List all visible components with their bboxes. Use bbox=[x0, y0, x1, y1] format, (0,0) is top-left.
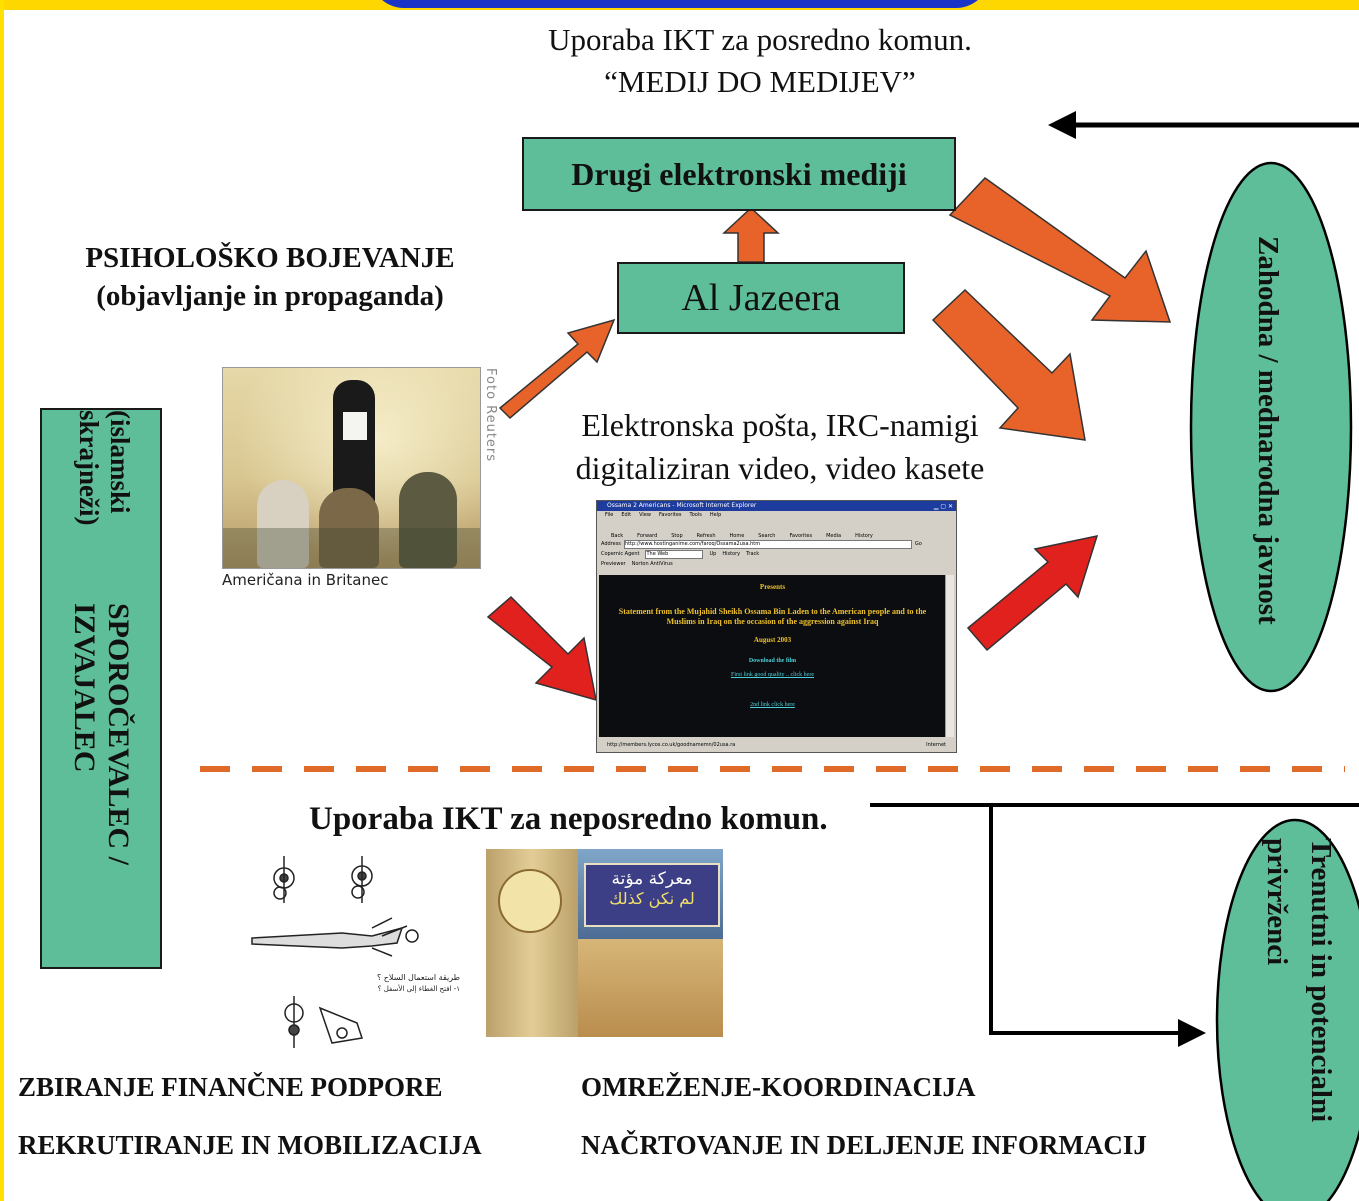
sender-sublabel: (islamski skrajneži) bbox=[74, 410, 135, 526]
channels-line2: digitaliziran video, video kasete bbox=[575, 450, 985, 486]
window-controls-icon[interactable]: ▁ ▢ ✕ bbox=[933, 503, 953, 510]
title-banner bbox=[0, 0, 1359, 10]
photo-credit: Foto Reuters bbox=[483, 368, 498, 463]
paper bbox=[343, 412, 367, 440]
links-label: Copernic Agent bbox=[601, 551, 640, 557]
date-text: August 2003 bbox=[753, 636, 792, 644]
menu-view[interactable]: View bbox=[639, 512, 651, 518]
browser-titlebar: Ossama 2 Americans - Microsoft Internet … bbox=[597, 501, 956, 511]
emblem-icon bbox=[498, 869, 562, 933]
arrow-to-aljazeera bbox=[498, 318, 616, 420]
browser-menu: File Edit View Favorites Tools Help bbox=[597, 511, 956, 519]
arrow-aljazeera-to-public bbox=[931, 288, 1086, 441]
direct-title: Uporaba IKT za neposredno komun. bbox=[309, 801, 828, 837]
status-zone: Internet bbox=[926, 742, 946, 748]
download-text: Download the film bbox=[748, 658, 797, 664]
propaganda-poster: معركة مؤتة لم نكن كذلك bbox=[486, 849, 723, 1037]
feedback-arrowhead bbox=[1048, 111, 1076, 139]
home-button[interactable]: Home bbox=[729, 533, 745, 539]
manual-arabic-2: ١- افتح الغطاء إلى الأسفل ؟ bbox=[378, 984, 460, 993]
browser-window: Ossama 2 Americans - Microsoft Internet … bbox=[596, 500, 957, 753]
menu-edit[interactable]: Edit bbox=[621, 512, 632, 518]
browser-statusbar: http://members.lycos.co.uk/goodnamemn/02… bbox=[599, 741, 954, 750]
sender-box: SPOROČEVALEC / IZVAJALEC (islamski skraj… bbox=[40, 408, 162, 969]
menu-file[interactable]: File bbox=[605, 512, 614, 518]
direct-line-path bbox=[989, 805, 1180, 1035]
poster-title: معركة مؤتة bbox=[611, 869, 693, 889]
refresh-button[interactable]: Refresh bbox=[696, 533, 716, 539]
hostage-3 bbox=[399, 472, 457, 568]
public-ellipse bbox=[1189, 161, 1353, 693]
history-button[interactable]: History bbox=[855, 533, 873, 539]
go-button[interactable]: Go bbox=[914, 541, 922, 547]
address-label: Address bbox=[601, 541, 621, 547]
links-bar: Copernic Agent The Web Up History Track bbox=[597, 549, 956, 559]
weapon-manual-image: طريقة استعمال السلاح ؟ ١- افتح الغطاء إل… bbox=[251, 856, 460, 1048]
indirect-title: Uporaba IKT za posredno komun. bbox=[548, 22, 972, 57]
forward-button[interactable]: Forward bbox=[637, 533, 658, 539]
banner-title-fragment bbox=[370, 0, 990, 8]
address-bar: Address http://www.hostinganime.com/faro… bbox=[597, 539, 956, 549]
al-jazeera-label: Al Jazeera bbox=[681, 277, 841, 319]
public-label: Zahodna / mednarodna javnost bbox=[1252, 235, 1284, 625]
antivirus-button[interactable]: Norton AntiVirus bbox=[631, 561, 673, 567]
search-button[interactable]: Search bbox=[758, 533, 776, 539]
statement-text: Statement from the Mujahid Sheikh Ossama… bbox=[618, 607, 927, 626]
media-button[interactable]: Media bbox=[826, 533, 842, 539]
track-button[interactable]: Track bbox=[746, 551, 760, 557]
history-link[interactable]: History bbox=[722, 551, 741, 557]
address-input[interactable]: http://www.hostinganime.com/faroq/Ossama… bbox=[623, 539, 912, 549]
download-link-1[interactable]: First link good quality .. click here bbox=[731, 672, 814, 678]
activity-recruiting: REKRUTIRANJE IN MOBILIZACIJA bbox=[18, 1130, 482, 1160]
other-media-label: Drugi elektronski mediji bbox=[571, 155, 907, 192]
arrow-media-to-public bbox=[948, 177, 1172, 323]
hostage-photo bbox=[222, 367, 481, 569]
photo-caption: Američana in Britanec bbox=[222, 571, 389, 589]
favorites-button[interactable]: Favorites bbox=[789, 533, 813, 539]
browser-scrollbar[interactable] bbox=[945, 575, 954, 737]
browser-content: Presents Statement from the Mujahid Shei… bbox=[599, 575, 946, 737]
activity-networking: OMREŽENJE-KOORDINACIJA bbox=[581, 1072, 976, 1102]
up-arrow bbox=[722, 206, 780, 263]
followers-label: Trenutni in potencialni privrženci bbox=[1261, 838, 1337, 1123]
arrow-to-browser bbox=[486, 595, 597, 702]
arrow-browser-to-public bbox=[966, 535, 1099, 652]
al-jazeera-box: Al Jazeera bbox=[617, 262, 905, 334]
hostage-2 bbox=[319, 488, 379, 568]
psych-subtitle: (objavljanje in propaganda) bbox=[96, 280, 444, 312]
menu-favorites[interactable]: Favorites bbox=[658, 512, 682, 518]
search-box[interactable]: The Web bbox=[645, 549, 704, 559]
menu-tools[interactable]: Tools bbox=[689, 512, 702, 518]
hostage-1 bbox=[257, 480, 309, 568]
manual-arabic-1: طريقة استعمال السلاح ؟ bbox=[377, 973, 460, 982]
poster-title-box: معركة مؤتة لم نكن كذلك bbox=[584, 863, 720, 927]
sender-label: SPOROČEVALEC / IZVAJALEC bbox=[68, 603, 135, 866]
other-media-box: Drugi elektronski mediji bbox=[522, 137, 956, 211]
browser-title: Ossama 2 Americans - Microsoft Internet … bbox=[607, 502, 757, 509]
browser-toolbar: Back Forward Stop Refresh Home Search Fa… bbox=[597, 519, 956, 539]
channels-line1: Elektronska pošta, IRC-namigi bbox=[581, 407, 979, 443]
extras-bar: Previewer Norton AntiVirus bbox=[597, 559, 956, 569]
up-button[interactable]: Up bbox=[709, 551, 717, 557]
psych-title: PSIHOLOŠKO BOJEVANJE bbox=[85, 242, 455, 274]
menu-help[interactable]: Help bbox=[709, 512, 722, 518]
activity-planning: NAČRTOVANJE IN DELJENJE INFORMACIJ bbox=[581, 1130, 1147, 1160]
left-frame-border bbox=[0, 0, 4, 1201]
status-url: http://members.lycos.co.uk/goodnamemn/02… bbox=[607, 742, 736, 748]
direct-arrowhead bbox=[1178, 1019, 1206, 1047]
followers-ellipse bbox=[1215, 818, 1359, 1201]
activity-finance: ZBIRANJE FINANČNE PODPORE bbox=[18, 1072, 443, 1102]
previewer-button[interactable]: Previewer bbox=[601, 561, 626, 567]
indirect-subtitle: “MEDIJ DO MEDIJEV” bbox=[604, 64, 916, 99]
download-link-2[interactable]: 2nd link click here bbox=[750, 702, 795, 708]
presents-text: Presents bbox=[759, 583, 786, 591]
stop-button[interactable]: Stop bbox=[671, 533, 683, 539]
back-button[interactable]: Back bbox=[611, 533, 624, 539]
poster-subtitle: لم نكن كذلك bbox=[609, 889, 695, 908]
poster-desert bbox=[578, 939, 723, 1037]
